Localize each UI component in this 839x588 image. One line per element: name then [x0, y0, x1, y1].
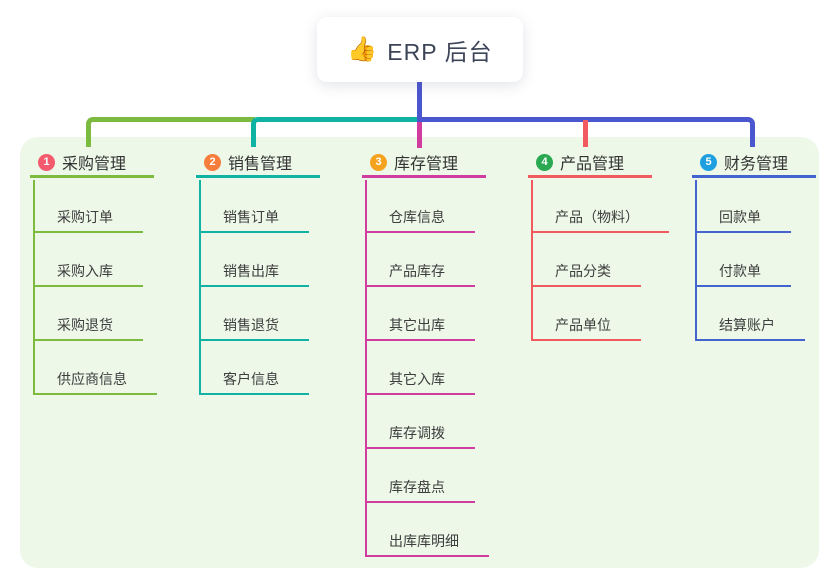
branch-title: 产品管理: [560, 156, 625, 173]
mindmap-item[interactable]: 销售出库: [199, 255, 309, 287]
branch-number-badge: 4: [536, 153, 553, 171]
mindmap-item[interactable]: 其它入库: [365, 363, 475, 395]
connector-bus-branch2: [251, 117, 422, 147]
branch-node-5[interactable]: 5 财务管理: [692, 149, 816, 178]
branch-number-badge: 3: [370, 153, 387, 171]
connector-root-trunk: [417, 81, 422, 122]
mindmap-item[interactable]: 产品库存: [365, 255, 475, 287]
thumbs-up-icon: 👍: [347, 35, 379, 63]
mindmap-item[interactable]: 付款单: [695, 255, 791, 287]
branches-panel: [20, 137, 819, 568]
connector-drop-branch3: [417, 122, 422, 148]
mindmap-item[interactable]: 其它出库: [365, 309, 475, 341]
branch-title: 财务管理: [724, 156, 789, 173]
branch-node-4[interactable]: 4 产品管理: [528, 149, 652, 178]
mindmap-item[interactable]: 产品分类: [531, 255, 641, 287]
root-node[interactable]: 👍 ERP 后台: [317, 17, 523, 82]
branch-node-2[interactable]: 2 销售管理: [196, 149, 320, 178]
mindmap-item[interactable]: 产品单位: [531, 309, 641, 341]
connector-bus-branch1: [86, 117, 255, 147]
mindmap-item[interactable]: 销售订单: [199, 201, 309, 233]
branch-trunk-line: [365, 180, 367, 557]
mindmap-item[interactable]: 结算账户: [695, 309, 805, 341]
mindmap-item[interactable]: 供应商信息: [33, 363, 157, 395]
mindmap-item[interactable]: 回款单: [695, 201, 791, 233]
branch-trunk-line: [531, 180, 533, 341]
branch-title: 采购管理: [62, 156, 127, 173]
mindmap-item[interactable]: 产品（物料）: [531, 201, 669, 233]
branch-node-1[interactable]: 1 采购管理: [30, 149, 154, 178]
mindmap-item[interactable]: 库存盘点: [365, 471, 475, 503]
mindmap-item[interactable]: 仓库信息: [365, 201, 475, 233]
mindmap-item[interactable]: 采购退货: [33, 309, 143, 341]
branch-title: 销售管理: [228, 156, 293, 173]
mindmap-item[interactable]: 库存调拨: [365, 417, 475, 449]
branch-title: 库存管理: [394, 156, 459, 173]
branch-trunk-line: [695, 180, 697, 341]
mindmap-item[interactable]: 销售退货: [199, 309, 309, 341]
mindmap-item[interactable]: 采购入库: [33, 255, 143, 287]
branch-trunk-line: [199, 180, 201, 395]
branch-number-badge: 2: [204, 153, 221, 171]
connector-bus-branch5: [417, 117, 755, 147]
mindmap-item[interactable]: 客户信息: [199, 363, 309, 395]
connector-drop-branch4: [583, 120, 588, 147]
mindmap-item[interactable]: 出库库明细: [365, 525, 489, 557]
branch-trunk-line: [33, 180, 35, 395]
root-title: ERP 后台: [387, 38, 493, 65]
branch-node-3[interactable]: 3 库存管理: [362, 149, 486, 178]
branch-number-badge: 1: [38, 153, 55, 171]
branch-number-badge: 5: [700, 153, 717, 171]
mindmap-item[interactable]: 采购订单: [33, 201, 143, 233]
